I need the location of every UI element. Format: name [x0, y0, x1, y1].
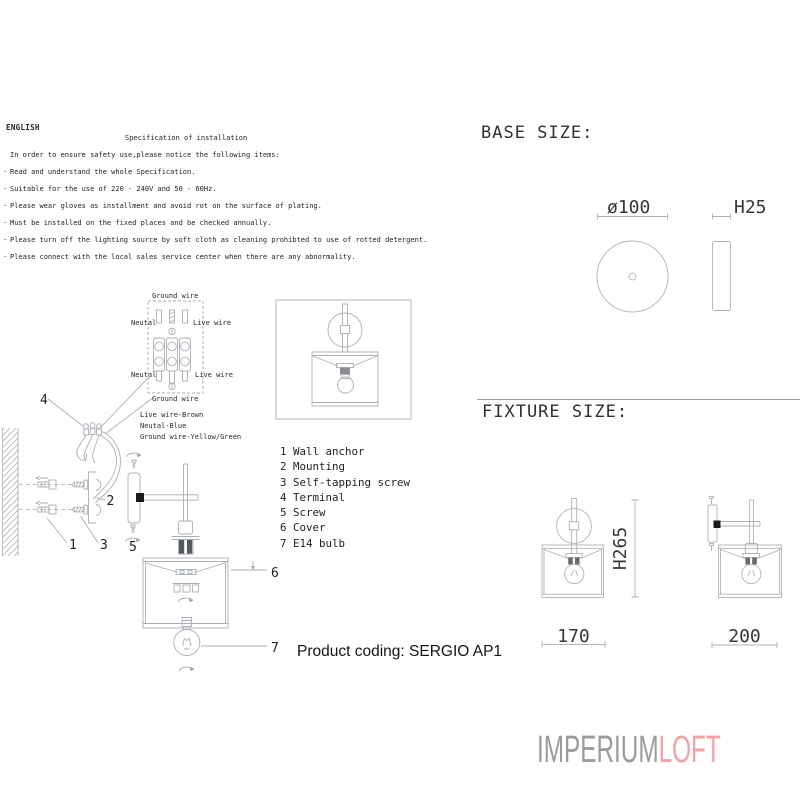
fixture-size-heading: FIXTURE SIZE: [482, 402, 629, 422]
spec-item: ·Please connect with the local sales ser… [3, 249, 427, 266]
fixture-height-dimension [631, 499, 639, 598]
parts-list-item: 6 Cover [280, 521, 326, 535]
legend-neutral: Neutal-Blue [140, 422, 186, 430]
base-size-heading: BASE SIZE: [481, 123, 594, 143]
parts-list-item: 4 Terminal [280, 490, 346, 504]
fixture-width-dimension [541, 641, 606, 648]
bullet: · [3, 202, 8, 210]
mounting-bracket [88, 471, 102, 524]
spec-item: ·Please turn off the lighting source by … [3, 232, 427, 249]
parts-list-item: 2 Mounting [280, 460, 346, 474]
section-divider [477, 399, 800, 400]
parts-list-item: 5 Screw [280, 506, 326, 520]
label-neutral-top: Neutal [131, 319, 156, 327]
self-tapping-screw [70, 504, 89, 515]
label-live-top: Live wire [193, 319, 231, 327]
label-ground-wire-top: Ground wire [152, 292, 198, 300]
parts-list: 1 Wall anchor 2 Mounting 3 Self-tapping … [280, 444, 410, 551]
dim-base-height: H25 [734, 197, 767, 218]
spec-title: Specification of installation [125, 134, 248, 142]
label-ground-wire-bottom: Ground wire [152, 395, 198, 403]
bullet: · [3, 236, 8, 244]
brand-logo: IMPERIUMLOFT [537, 731, 721, 769]
spec-item-text: Please connect with the local sales serv… [10, 253, 356, 261]
dim-diameter: ø100 [607, 197, 650, 218]
legend-live-wire: Live wire-Brown [140, 411, 203, 419]
bullet: · [3, 185, 8, 193]
callout-2: 2 [107, 494, 115, 509]
fixture-preview-frame [275, 299, 412, 420]
callout-4: 4 [40, 393, 48, 408]
cover-shade [142, 557, 229, 629]
callout-5: 5 [129, 540, 137, 555]
terminal-wires [76, 422, 121, 504]
language-label: ENGLISH [6, 123, 40, 132]
parts-list-item: 3 Self-tapping screw [280, 475, 411, 489]
e14-bulb [173, 617, 201, 672]
dim-fixture-depth: 200 [728, 626, 761, 647]
dim-fixture-height: H265 [610, 527, 631, 570]
self-tapping-screw [70, 479, 89, 490]
bullet: · [3, 253, 8, 261]
legend-ground-wire: Ground wire-Yellow/Green [140, 433, 241, 441]
base-side-view [712, 241, 731, 311]
callout-leaders [46, 398, 267, 647]
parts-list-item: 1 Wall anchor [280, 445, 365, 458]
bullet: · [3, 219, 8, 227]
spec-item-text: Must be installed on the fixed places an… [10, 219, 272, 227]
wall-anchor-and-screw-rows [19, 475, 89, 515]
fixture-front-view [541, 498, 604, 598]
spec-item: ·Must be installed on the fixed places a… [3, 215, 427, 232]
spec-item: ·Please wear gloves as installment and a… [3, 198, 427, 215]
spec-item-text: Please wear gloves as installment and av… [10, 202, 322, 210]
base-top-view [596, 240, 669, 313]
brand-logo-second: LOFT [658, 729, 721, 771]
fixture-side-view [707, 496, 782, 598]
wall-anchor [37, 504, 57, 515]
bullet: · [3, 168, 8, 176]
spec-item: ·Suitable for the use of 220 - 240V and … [3, 181, 427, 198]
arm-assembly [125, 452, 200, 555]
callout-7: 7 [271, 641, 279, 656]
brand-logo-first: IMPERIUM [537, 729, 659, 771]
fixture-size-drawing: H265 170 200 [541, 496, 782, 648]
spec-items: ·Read and understand the whole Specifica… [3, 164, 427, 266]
spec-item-text: Read and understand the whole Specificat… [10, 168, 196, 176]
base-diameter-dimension [597, 213, 668, 220]
wall-section [2, 428, 19, 556]
parts-list-item: 7 E14 bulb [280, 536, 346, 550]
base-size-drawing: ø100 H25 [596, 197, 767, 313]
callout-1: 1 [69, 538, 77, 553]
label-live-bottom: Live wire [195, 371, 233, 379]
lamp-socket [171, 520, 200, 555]
callout-3: 3 [100, 538, 108, 553]
spec-intro: In order to ensure safety use,please not… [10, 151, 280, 159]
base-height-dimension [712, 213, 731, 220]
label-neutral-bottom: Neutal [131, 371, 156, 379]
fixture-depth-dimension [711, 642, 778, 648]
callout-6: 6 [271, 566, 279, 581]
terminal-block-diagram [98, 300, 204, 435]
assembly-diagram: Ground wire Neutal Live wire Neutal Live… [2, 292, 412, 672]
spec-item-text: Suitable for the use of 220 - 240V and 5… [10, 185, 217, 193]
spec-item-text: Please turn off the lighting source by s… [10, 236, 428, 244]
spec-item: ·Read and understand the whole Specifica… [3, 164, 427, 181]
product-coding: Product coding: SERGIO AP1 [297, 643, 503, 660]
dim-fixture-width: 170 [557, 626, 590, 647]
wall-anchor [37, 479, 57, 490]
